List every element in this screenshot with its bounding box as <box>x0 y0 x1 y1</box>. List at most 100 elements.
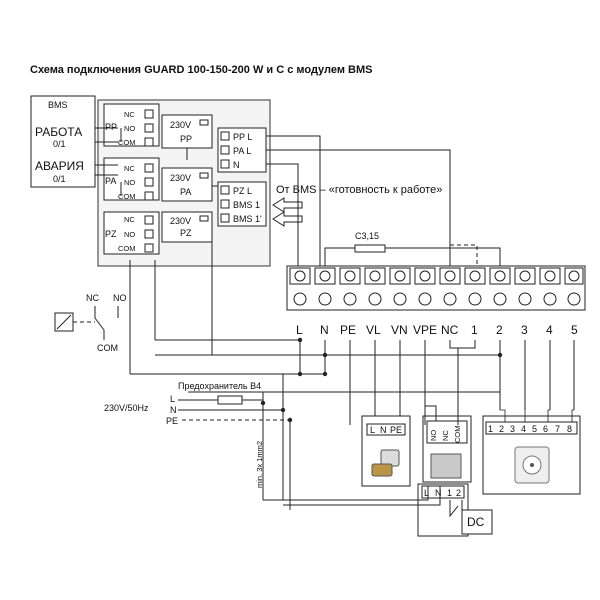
terminal-pp-l: PP L <box>233 132 252 142</box>
coil-indicator-pa <box>199 172 209 179</box>
controller-dial-icon <box>514 446 550 484</box>
terminal-label-vpe: VPE <box>413 323 437 337</box>
bms-header: BMS <box>48 100 68 110</box>
terminal-label-2: 2 <box>496 323 503 337</box>
contact-com: COM <box>118 192 136 201</box>
relay-switch-symbol <box>94 306 119 340</box>
pump-terminals <box>421 485 465 499</box>
relay-row-pz: PZ <box>105 229 117 239</box>
terminal-label-1: 1 <box>471 323 478 337</box>
valve-terminal-n: N <box>380 425 387 435</box>
terminal-label-3: 3 <box>521 323 528 337</box>
relay-name-pp: PP <box>180 134 192 144</box>
terminal-label-vn: VN <box>391 323 408 337</box>
relay-voltage-pa: 230V <box>170 173 191 183</box>
dc-label: DC <box>467 515 485 529</box>
terminal-down-wires <box>299 340 575 425</box>
jumper-dashed <box>449 244 478 266</box>
relay-symbol-com: COM <box>97 343 118 353</box>
thermostat-terminals <box>426 420 468 444</box>
thermostat-nc: NC <box>441 430 450 441</box>
pump-terminal-l: L <box>424 488 429 498</box>
capacitor-wire <box>324 247 501 266</box>
valve-terminal-pe: PE <box>390 425 402 435</box>
relay-screw-terminals <box>144 109 154 253</box>
cable-note: min. 3x 1mm2 <box>255 441 264 488</box>
terminal-screws <box>289 267 584 306</box>
terminal-pa-l: PA L <box>233 146 251 156</box>
relay-name-pz: PZ <box>180 228 192 238</box>
relay-voltage-pp: 230V <box>170 120 191 130</box>
relay-voltage-pz: 230V <box>170 216 191 226</box>
valve-terminals <box>366 423 406 436</box>
terminal-label-5: 5 <box>571 323 578 337</box>
contact-nc: NC <box>124 110 135 119</box>
pump-terminal-1: 1 <box>447 488 452 498</box>
fuse <box>217 395 243 405</box>
coil-indicator-pp <box>199 119 209 126</box>
bms-panel <box>30 95 96 188</box>
terminal-label-vl: VL <box>366 323 381 337</box>
controller-terminal-labels: 1 2 3 4 5 6 7 8 <box>488 424 572 434</box>
relay-symbol-nc: NC <box>86 293 99 303</box>
controller-terminal-3: 3 <box>510 424 515 434</box>
fuse-label: Предохранитель B4 <box>178 381 261 391</box>
pump-terminal-2: 2 <box>456 488 461 498</box>
contact-no: NO <box>124 230 135 239</box>
controller-terminal-1: 1 <box>488 424 493 434</box>
controller-terminals <box>485 421 578 435</box>
terminal-bms-1: BMS 1 <box>233 200 260 210</box>
thermostat-com: COM <box>453 426 462 444</box>
controller-terminal-7: 7 <box>555 424 560 434</box>
relay-row-pa: PA <box>105 176 116 186</box>
contact-com: COM <box>118 244 136 253</box>
power-terminal-wires <box>186 135 451 266</box>
thermostat-no: NO <box>429 430 438 441</box>
bms-panel-wires <box>95 127 122 196</box>
supply-wires <box>178 374 291 510</box>
alarm-label: АВАРИЯ <box>35 159 84 173</box>
terminal-pz-l: PZ L <box>233 186 252 196</box>
relay-name-pa: PA <box>180 187 191 197</box>
terminal-bms-1-prime: BMS 1' <box>233 214 262 224</box>
alarm-state: 0/1 <box>53 174 66 184</box>
terminal-label-n: N <box>320 323 329 337</box>
valve-icon <box>371 449 400 477</box>
diagram-title: Схема подключения GUARD 100-150-200 W и … <box>30 64 372 76</box>
controller-terminal-2: 2 <box>499 424 504 434</box>
terminal-n: N <box>233 160 240 170</box>
controller-terminal-6: 6 <box>543 424 548 434</box>
supply-n: N <box>170 405 177 415</box>
terminal-label-pe: PE <box>340 323 356 337</box>
bms-arrow-1 <box>272 197 303 213</box>
controller-terminal-4: 4 <box>521 424 526 434</box>
relay-row-pp: PP <box>105 122 117 132</box>
controller-feed-wires <box>500 409 574 422</box>
work-label: РАБОТА <box>35 125 82 139</box>
bms-arrow-2 <box>272 211 303 227</box>
dc-box <box>461 509 493 535</box>
terminal-label-l: L <box>296 323 303 337</box>
capacitor <box>354 244 386 253</box>
controller-terminal-8: 8 <box>567 424 572 434</box>
controller-terminal-5: 5 <box>532 424 537 434</box>
supply-label: 230V/50Hz <box>104 403 149 413</box>
module-feed-wires <box>263 405 459 506</box>
relay-symbol-no: NO <box>113 293 127 303</box>
terminal-label-4: 4 <box>546 323 553 337</box>
valve-terminal-l: L <box>370 425 375 435</box>
supply-pe: PE <box>166 416 178 426</box>
terminal-label-nc: NC <box>441 323 459 337</box>
thermostat-device-icon <box>430 453 462 479</box>
supply-l: L <box>170 394 175 404</box>
relay-coil-slash <box>56 314 72 330</box>
work-state: 0/1 <box>53 139 66 149</box>
junction-dots <box>260 337 503 423</box>
coil-indicator-pz <box>199 215 209 222</box>
contact-no: NO <box>124 124 135 133</box>
contact-com: COM <box>118 138 136 147</box>
contact-nc: NC <box>124 164 135 173</box>
contact-nc: NC <box>124 215 135 224</box>
bms-ready-note: От BMS – «готовность к работе» <box>276 184 442 196</box>
pump-terminal-n: N <box>435 488 442 498</box>
